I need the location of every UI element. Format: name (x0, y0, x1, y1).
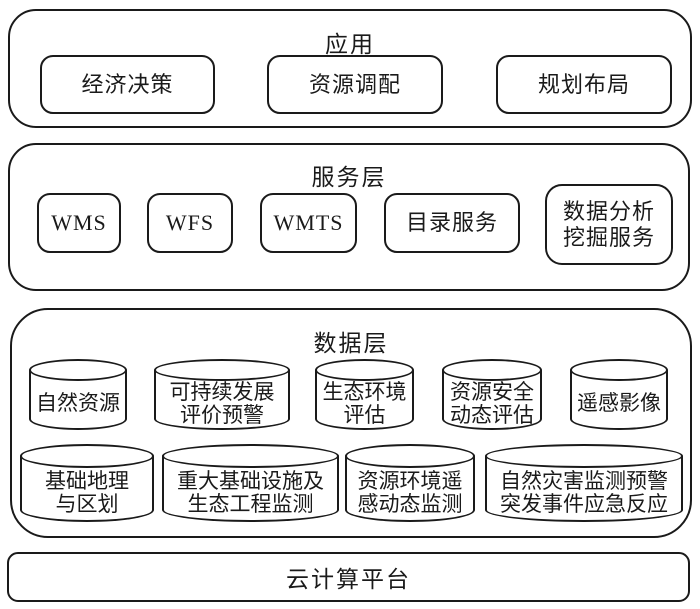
database-label: 重大基础设施及 生态工程监测 (177, 469, 324, 516)
cloud-platform-bar: 云计算平台 (7, 552, 690, 602)
service-box-data-analysis-mining: 数据分析 挖掘服务 (545, 184, 673, 265)
service-box-wfs: WFS (147, 193, 233, 253)
database-natural-resources: 自然资源 (29, 359, 127, 430)
service-layer-title: 服务层 (311, 165, 387, 190)
database-disaster-monitoring-emergency-response: 自然灾害监测预警 突发事件应急反应 (485, 444, 683, 522)
application-layer-title: 应用 (325, 32, 375, 57)
data-layer-container: 数据层 自然资源 可持续发展 评价预警 生态环境 评估 资源安全 动态评估 遥感… (10, 308, 692, 538)
database-label: 遥感影像 (577, 391, 661, 416)
database-label: 资源环境遥 感动态监测 (357, 469, 463, 516)
service-box-wms: WMS (37, 193, 121, 253)
cylinder-top-ellipse (570, 359, 668, 381)
database-label: 基础地理 与区划 (45, 469, 129, 516)
database-sustainable-development-warning: 可持续发展 评价预警 (154, 359, 290, 430)
cylinder-top-ellipse (442, 359, 542, 381)
app-box-economic-decision: 经济决策 (40, 55, 215, 114)
service-layer-container: 服务层 WMS WFS WMTS 目录服务 数据分析 挖掘服务 (8, 143, 690, 291)
cylinder-top-ellipse (154, 359, 290, 381)
data-layer-title: 数据层 (313, 331, 389, 356)
database-eco-environment-assessment: 生态环境 评估 (315, 359, 414, 430)
database-resource-environment-dynamic-monitoring: 资源环境遥 感动态监测 (345, 444, 475, 522)
database-label: 自然资源 (36, 391, 120, 416)
database-basic-geography-zoning: 基础地理 与区划 (20, 444, 154, 522)
database-major-infrastructure-eco-monitoring: 重大基础设施及 生态工程监测 (162, 444, 339, 522)
cylinder-top-ellipse (485, 444, 683, 468)
database-remote-sensing-imagery: 遥感影像 (570, 359, 668, 430)
application-layer-container: 应用 经济决策 资源调配 规划布局 (8, 9, 692, 128)
service-box-wmts: WMTS (260, 193, 357, 253)
cylinder-top-ellipse (29, 359, 127, 381)
cylinder-top-ellipse (315, 359, 414, 381)
cylinder-top-ellipse (20, 444, 154, 468)
app-box-resource-allocation: 资源调配 (267, 55, 443, 114)
app-box-planning-layout: 规划布局 (496, 55, 672, 114)
service-box-catalog-service: 目录服务 (384, 193, 520, 253)
database-label: 自然灾害监测预警 突发事件应急反应 (500, 469, 668, 516)
database-label: 生态环境 评估 (322, 380, 407, 427)
database-label: 可持续发展 评价预警 (169, 380, 275, 427)
cylinder-top-ellipse (345, 444, 475, 468)
database-label: 资源安全 动态评估 (450, 380, 534, 427)
database-resource-security-assessment: 资源安全 动态评估 (442, 359, 542, 430)
cylinder-top-ellipse (162, 444, 339, 468)
